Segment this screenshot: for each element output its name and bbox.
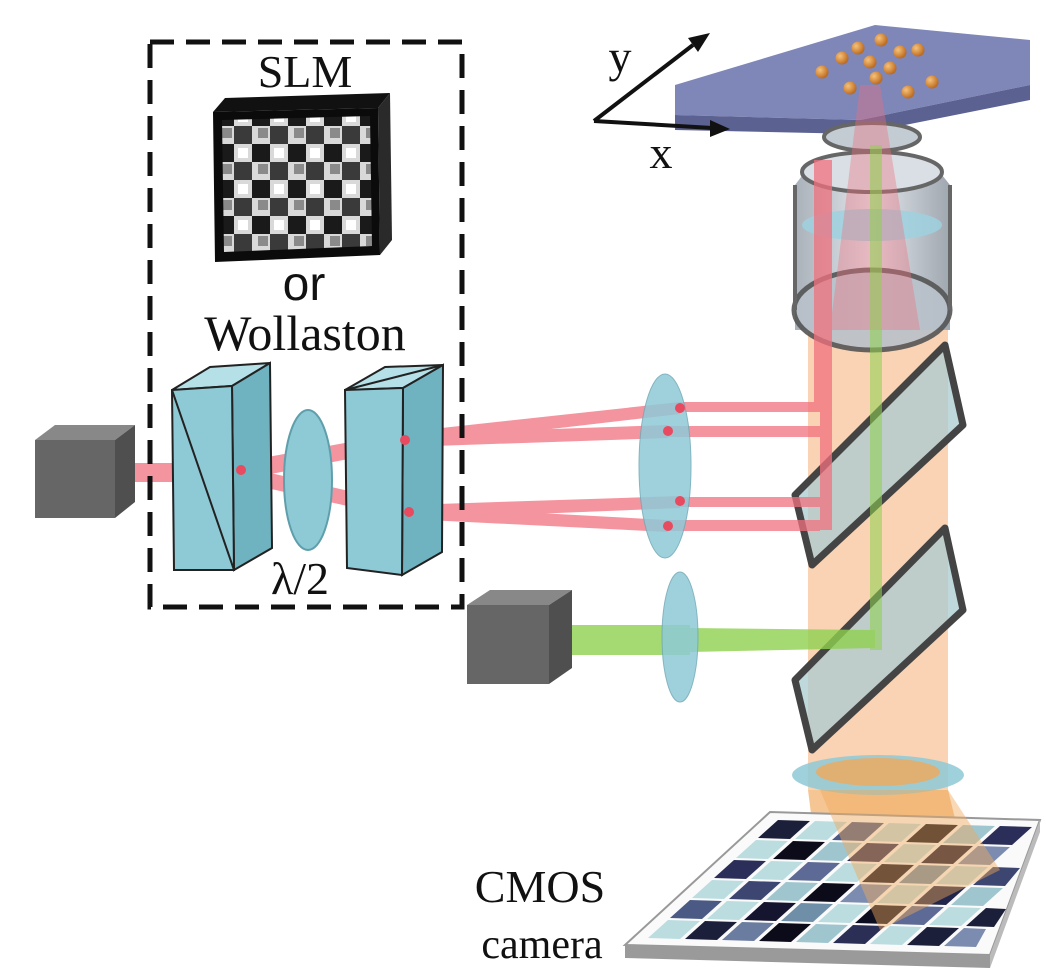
sample-stage [675, 25, 1030, 134]
coordinate-axes [592, 33, 730, 137]
slm-panel [213, 93, 392, 262]
relay-lens [638, 373, 692, 559]
cmos-sensor [622, 790, 1042, 968]
sensor-pixels [648, 820, 1032, 947]
axis-x-label: x [650, 127, 673, 178]
beam-spots [236, 403, 685, 531]
fluorescent-beads [815, 33, 939, 99]
cmos-label: CMOS [475, 861, 605, 912]
green-illumination-beam [545, 145, 882, 655]
axis-y-label: y [609, 31, 632, 82]
beam-splitting-module [147, 39, 465, 610]
green-laser-source [467, 590, 572, 684]
camera-label: camera [481, 922, 603, 968]
wollaston-prism-right [343, 363, 445, 577]
half-wave-plate-label: λ/2 [271, 553, 329, 604]
tube-lens [792, 755, 964, 795]
slm-label: SLM [258, 46, 353, 97]
red-laser-source [35, 425, 135, 518]
half-wave-plate [283, 409, 333, 551]
wollaston-label: Wollaston [204, 305, 406, 361]
green-path-lens [661, 571, 699, 703]
wollaston-prism-left [170, 361, 274, 572]
or-label: or [283, 258, 326, 311]
